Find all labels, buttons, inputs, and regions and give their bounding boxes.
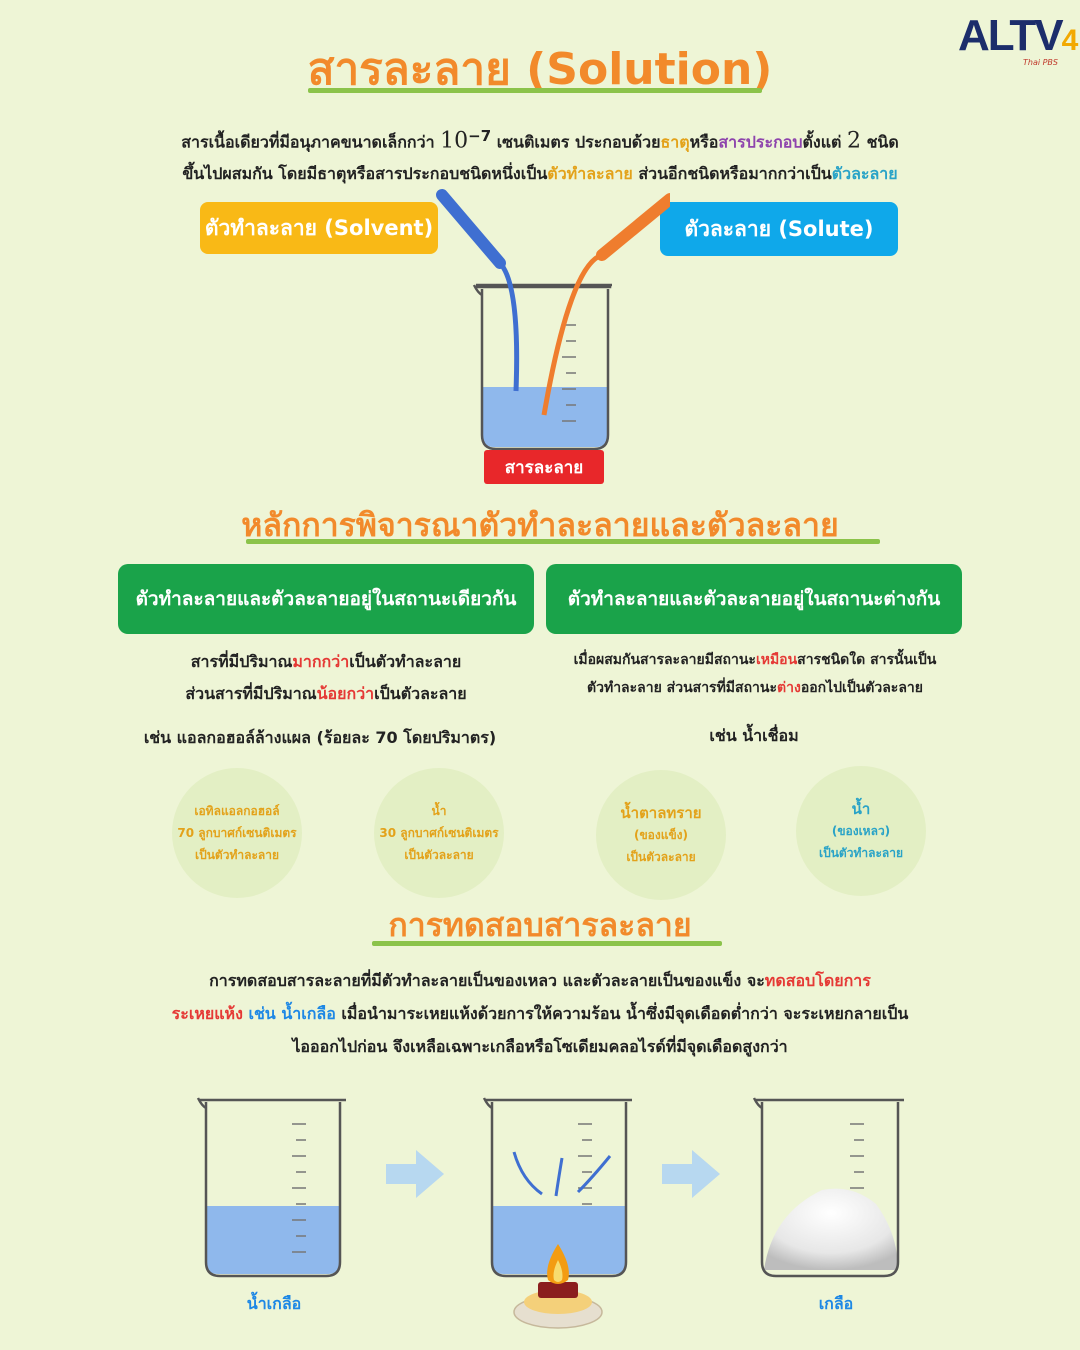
section3-title: การทดสอบสารละลาย <box>388 906 692 944</box>
solvent-label: ตัวทำละลาย (Solvent) <box>200 202 438 254</box>
section3-paragraph: การทดสอบสารละลายที่มีตัวทำละลายเป็นของเห… <box>171 971 909 1056</box>
same-state-example: เช่น แอลกอฮอล์ล้างแผล (ร้อยละ 70 โดยปริม… <box>143 728 497 747</box>
section2-underline <box>246 539 880 544</box>
solute-tube <box>596 193 670 261</box>
beaker-salt <box>752 1097 904 1278</box>
circle-water-liquid: น้ำ (ของเหลว) เป็นตัวทำละลาย <box>796 766 926 896</box>
beaker-heating <box>482 1097 632 1329</box>
solvent-stream <box>498 261 520 392</box>
arrow-right-icon-2 <box>662 1150 720 1198</box>
salt-water-liquid <box>206 1206 340 1274</box>
steam-icon <box>512 1151 612 1197</box>
logo-text: ALTV <box>958 11 1064 60</box>
same-state-rule: สารที่มีปริมาณมากกว่าเป็นตัวทำละลาย ส่วน… <box>185 652 467 703</box>
beaker-salt-water <box>196 1097 346 1278</box>
solute-stream <box>541 252 604 416</box>
section1-title: สารละลาย (Solution) <box>307 44 773 95</box>
different-state-example: เช่น น้ำเชื่อม <box>709 726 799 745</box>
different-state-heading: ตัวทำละลายและตัวละลายอยู่ในสถานะต่างกัน <box>546 564 962 634</box>
logo-number: 4 <box>1061 24 1079 57</box>
altv-logo: ALTV4 Thai PBS <box>958 11 1078 68</box>
solvent-tube <box>436 189 506 269</box>
section3-underline <box>372 941 722 946</box>
arrow-right-icon <box>386 1150 444 1198</box>
section2-title: หลักการพิจารณาตัวทำละลายและตัวละลาย <box>241 506 839 544</box>
caption-salt-water: น้ำเกลือ <box>246 1294 302 1313</box>
circle-water-30: น้ำ 30 ลูกบาศก์เซนติเมตร เป็นตัวละลาย <box>374 768 504 898</box>
circle-ethyl-alcohol: เอทิลแอลกอฮอล์ 70 ลูกบาศก์เซนติเมตร เป็น… <box>172 768 302 898</box>
same-state-heading: ตัวทำละลายและตัวละลายอยู่ในสถานะเดียวกัน <box>118 564 534 634</box>
logo-subtext: Thai PBS <box>1022 58 1058 67</box>
burner-wick <box>538 1282 578 1298</box>
solute-label: ตัวละลาย (Solute) <box>660 202 898 256</box>
salt-pile <box>764 1188 898 1270</box>
heating-liquid <box>492 1206 626 1274</box>
intro-line-1: สารเนื้อเดียวที่มีอนุภาคขนาดเล็กกว่า 10−… <box>181 127 899 154</box>
section1-underline <box>308 88 762 93</box>
beaker-liquid <box>482 387 608 447</box>
intro-line-2: ขึ้นไปผสมกัน โดยมีธาตุหรือสารประกอบชนิดห… <box>182 164 898 184</box>
beaker-diagram <box>436 189 670 451</box>
circle-sugar: น้ำตาลทราย (ของแข็ง) เป็นตัวละลาย <box>596 770 726 900</box>
different-state-rule: เมื่อผสมกันสารละลายมีสถานะเหมือนสารชนิดใ… <box>573 652 937 696</box>
section1-intro: สารเนื้อเดียวที่มีอนุภาคขนาดเล็กกว่า 10−… <box>120 120 960 190</box>
caption-salt: เกลือ <box>818 1294 854 1313</box>
solution-label: สารละลาย <box>484 450 604 484</box>
